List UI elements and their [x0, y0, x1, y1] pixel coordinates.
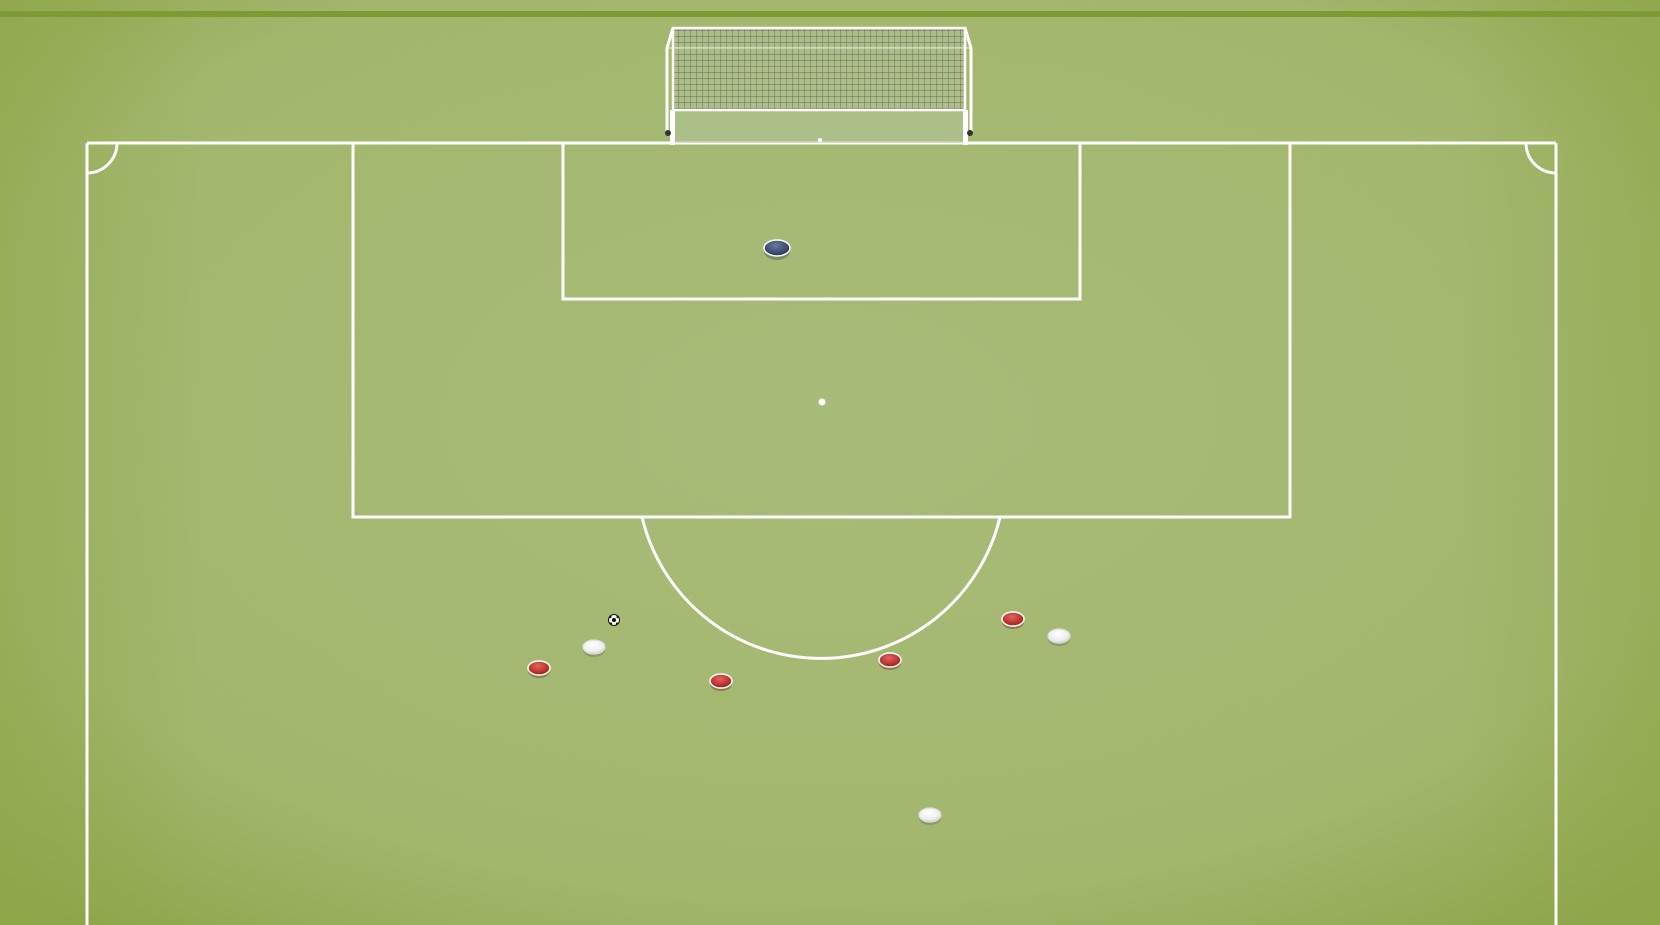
goal-post-right — [963, 110, 968, 145]
marker-red-2 — [878, 652, 902, 670]
marker-white-1 — [1047, 628, 1071, 646]
marker-red-4 — [527, 660, 551, 678]
corner-arc-left — [86, 142, 119, 175]
top-band — [0, 11, 1660, 17]
marker-red-1 — [1001, 611, 1025, 629]
marker-white-2 — [582, 639, 606, 657]
soccer-ball-icon — [608, 614, 620, 626]
penalty-arc — [640, 516, 1002, 660]
corner-arc-right — [1524, 142, 1557, 175]
marker-navy-goalkeeper — [763, 239, 791, 260]
goal-net — [665, 26, 973, 145]
marker-white-3 — [918, 807, 942, 825]
marker-red-3 — [709, 673, 733, 691]
goal-post-left — [670, 110, 675, 145]
penalty-spot — [818, 398, 826, 406]
